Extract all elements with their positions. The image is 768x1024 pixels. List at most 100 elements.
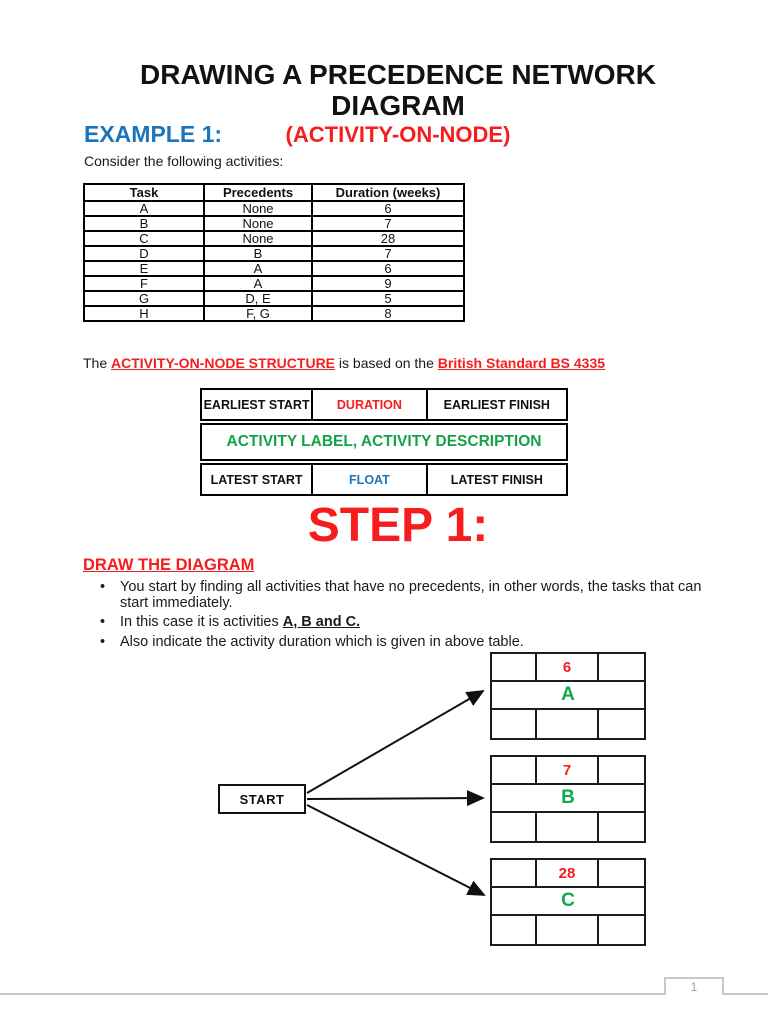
table-row: F A 9 — [83, 275, 465, 292]
page-number: 1 — [690, 980, 698, 994]
arrow-start-to-a — [306, 689, 485, 794]
page-subtitle: (ACTIVITY-ON-NODE) — [285, 121, 511, 147]
table-row: H F, G 8 — [83, 305, 465, 322]
bullet-icon: • — [100, 633, 106, 650]
legend-top-row: EARLIEST START DURATION EARLIEST FINISH — [200, 388, 568, 421]
cell-precedents: A — [203, 260, 313, 277]
page-title: DRAWING A PRECEDENCE NETWORK DIAGRAM — [140, 59, 656, 121]
example-heading: EXAMPLE 1: — [84, 121, 223, 147]
list-item: • Also indicate the activity duration wh… — [100, 633, 714, 651]
activity-node-b: 7 B — [490, 755, 646, 843]
cell-precedents: F, G — [203, 305, 313, 322]
node-cell — [537, 710, 599, 738]
legend-middle-row: ACTIVITY LABEL, ACTIVITY DESCRIPTION — [200, 423, 568, 461]
node-cell — [599, 916, 644, 944]
node-cell — [537, 813, 599, 841]
cell-task: D — [83, 245, 205, 262]
cell-precedents: A — [203, 275, 313, 292]
cell-duration: 7 — [311, 215, 465, 232]
bullet-text-main: You start by finding all activities that… — [120, 579, 702, 611]
bullet-text-main: Also indicate the activity duration whic… — [120, 633, 524, 650]
table-row: D B 7 — [83, 245, 465, 262]
note-prefix: The — [83, 355, 112, 371]
node-cell — [492, 710, 537, 738]
header-duration: Duration (weeks) — [311, 183, 465, 202]
header-task: Task — [83, 183, 205, 202]
duration-cell: DURATION — [311, 390, 428, 419]
node-cell — [537, 916, 599, 944]
node-cell — [599, 710, 644, 738]
activity-node-a: 6 A — [490, 652, 646, 740]
cell-precedents: B — [203, 245, 313, 262]
activity-on-node-structure-link: ACTIVITY-ON-NODE STRUCTURE — [111, 355, 336, 371]
draw-the-diagram-heading: DRAW THE DIAGRAM — [83, 556, 255, 574]
cell-task: B — [83, 215, 205, 232]
bullet-icon: • — [100, 579, 106, 595]
node-duration: 6 — [537, 654, 599, 682]
list-item: • You start by finding all activities th… — [100, 579, 714, 611]
node-cell — [492, 654, 537, 682]
node-cell — [599, 757, 644, 785]
start-node: START — [218, 784, 306, 814]
latest-start-cell: LATEST START — [210, 472, 303, 487]
bullet-text-emphasis: A, B and C. — [282, 614, 361, 630]
node-cell — [599, 860, 644, 888]
list-item: • In this case it is activities A, B and… — [100, 614, 714, 631]
node-cell — [492, 757, 537, 785]
arrow-start-to-b — [306, 790, 485, 807]
cell-duration: 8 — [311, 305, 465, 322]
table-row: B None 7 — [83, 215, 465, 232]
node-cell — [492, 860, 537, 888]
node-structure-legend: EARLIEST START DURATION EARLIEST FINISH … — [200, 388, 568, 498]
node-label: C — [492, 888, 644, 916]
table-row: G D, E 5 — [83, 290, 465, 307]
page-number-tab: 1 — [664, 977, 724, 995]
cell-precedents: D, E — [203, 290, 313, 307]
cell-duration: 28 — [311, 230, 465, 247]
bullet-text: You start by finding all activities that… — [120, 579, 714, 611]
bullet-text: In this case it is activities A, B and C… — [120, 614, 361, 631]
cell-task: H — [83, 305, 205, 322]
node-label: B — [492, 785, 644, 813]
table-header-row: Task Precedents Duration (weeks) — [83, 183, 465, 202]
node-duration: 28 — [537, 860, 599, 888]
cell-task: F — [83, 275, 205, 292]
note-middle: is based on the — [335, 355, 438, 371]
node-duration: 7 — [537, 757, 599, 785]
intro-text: Consider the following activities: — [84, 153, 284, 169]
activity-label-cell: ACTIVITY LABEL, ACTIVITY DESCRIPTION — [226, 433, 542, 450]
cell-duration: 7 — [311, 245, 465, 262]
earliest-finish-cell: EARLIEST FINISH — [443, 397, 550, 412]
table-row: C None 28 — [83, 230, 465, 247]
earliest-start-cell: EARLIEST START — [203, 397, 310, 412]
cell-duration: 5 — [311, 290, 465, 307]
structure-note: The ACTIVITY-ON-NODE STRUCTURE is based … — [83, 355, 605, 371]
cell-task: A — [83, 200, 205, 217]
bullet-text-main: In this case it is activities — [120, 614, 283, 630]
bullet-list: • You start by finding all activities th… — [100, 579, 714, 654]
arrow-start-to-c — [306, 804, 486, 896]
activities-table: Task Precedents Duration (weeks) A None … — [83, 183, 465, 322]
latest-finish-cell: LATEST FINISH — [450, 472, 543, 487]
node-cell — [599, 654, 644, 682]
node-cell — [492, 813, 537, 841]
activity-node-c: 28 C — [490, 858, 646, 946]
cell-task: E — [83, 260, 205, 277]
bullet-text: Also indicate the activity duration whic… — [120, 633, 524, 651]
legend-bottom-row: LATEST START FLOAT LATEST FINISH — [200, 463, 568, 496]
cell-duration: 6 — [311, 200, 465, 217]
cell-precedents: None — [203, 215, 313, 232]
float-cell: FLOAT — [311, 465, 428, 494]
cell-precedents: None — [203, 200, 313, 217]
cell-task: C — [83, 230, 205, 247]
node-label: A — [492, 682, 644, 710]
title-block: DRAWING A PRECEDENCE NETWORK DIAGRAM (AC… — [84, 59, 712, 147]
footer-divider — [0, 993, 768, 995]
node-cell — [599, 813, 644, 841]
british-standard-link: British Standard BS 4335 — [437, 355, 606, 371]
bullet-icon: • — [100, 614, 106, 630]
table-row: A None 6 — [83, 200, 465, 217]
cell-precedents: None — [203, 230, 313, 247]
cell-duration: 9 — [311, 275, 465, 292]
